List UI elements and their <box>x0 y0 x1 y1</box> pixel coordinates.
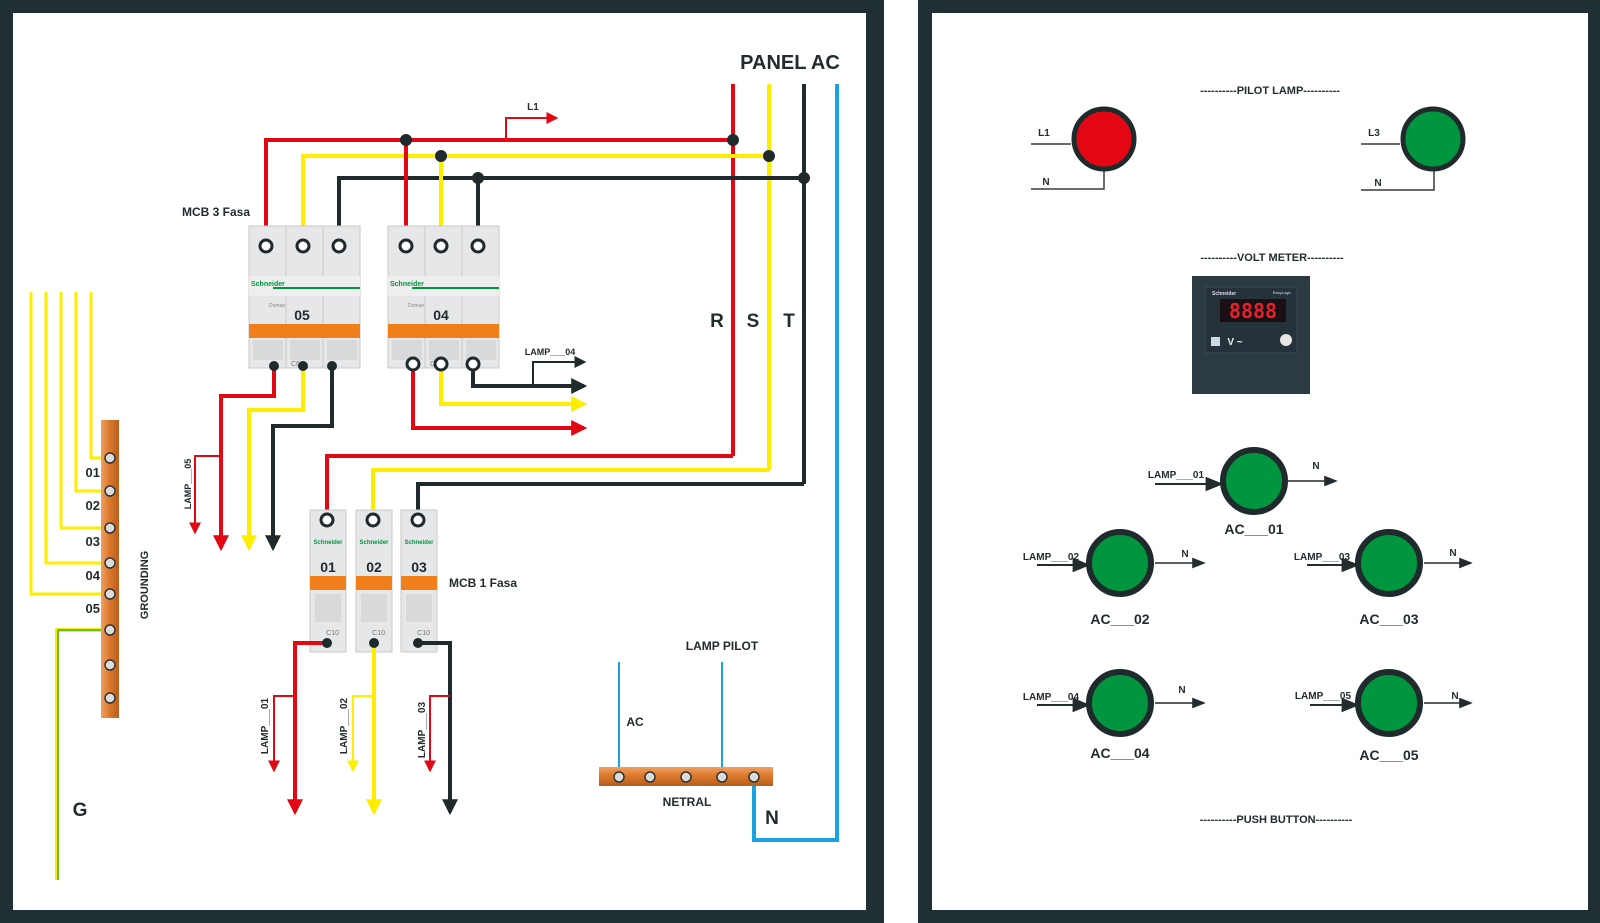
mcb04-bottom-terminals <box>405 356 481 372</box>
svg-text:N: N <box>1181 549 1188 560</box>
svg-text:C10: C10 <box>417 630 430 637</box>
svg-text:C10: C10 <box>326 630 339 637</box>
svg-text:AC___01: AC___01 <box>1224 521 1283 537</box>
lamp01-label: LAMP___01 <box>260 697 271 754</box>
push-button-ac01: LAMP___01 N AC___01 <box>1148 447 1338 537</box>
svg-text:03: 03 <box>411 559 427 575</box>
mcb3-number: 04 <box>433 307 449 323</box>
ground-terminal-03: 03 <box>86 534 100 549</box>
svg-text:AC___05: AC___05 <box>1359 747 1418 763</box>
mcb1-unit-01: Schneider 01 C10 <box>309 509 347 653</box>
svg-text:EasyLogic: EasyLogic <box>1273 290 1291 295</box>
ac-label: AC <box>626 715 644 729</box>
svg-text:V ~: V ~ <box>1227 337 1242 348</box>
svg-text:LAMP___03: LAMP___03 <box>1294 552 1351 563</box>
meter-enter-button-icon <box>1280 334 1292 346</box>
lamp05-label: LAMP___05 <box>183 459 193 510</box>
phase-label-r: R <box>710 311 724 332</box>
svg-text:LAMP___01: LAMP___01 <box>1148 470 1205 481</box>
svg-text:L1: L1 <box>1038 128 1050 139</box>
volt-meter: Schneider EasyLogic 8888 V ~ <box>1192 276 1310 394</box>
lamp02-label: LAMP___02 <box>339 697 350 754</box>
svg-text:Schneider: Schneider <box>404 540 434 546</box>
mcb3-number: 05 <box>294 307 310 323</box>
push-button-ac04: LAMP___04 N AC___04 <box>1023 669 1206 761</box>
push-button-ac02: LAMP___02 N AC___02 <box>1023 529 1206 627</box>
ground-terminal-01: 01 <box>86 465 100 480</box>
pilot-lamp-heading: ----------PILOT LAMP---------- <box>1200 85 1340 97</box>
grounding-wires <box>29 292 110 880</box>
svg-text:N: N <box>1042 177 1049 188</box>
mcb1-units: Schneider 01 C10 Schneider 02 C10 Schnei… <box>309 509 438 653</box>
svg-text:LAMP___02: LAMP___02 <box>1023 552 1080 563</box>
ground-terminal-04: 04 <box>86 568 101 583</box>
svg-text:C6: C6 <box>291 361 300 368</box>
mcb1-unit-02: Schneider 02 C10 <box>355 509 393 653</box>
svg-text:N: N <box>1451 691 1458 702</box>
green-lamp-icon <box>1400 106 1466 172</box>
green-push-button-icon <box>1220 447 1288 515</box>
mcb3-label: MCB 3 Fasa <box>182 205 250 219</box>
grounding-terminals <box>104 452 116 704</box>
panel-title: PANEL AC <box>740 52 840 74</box>
svg-text:Domae: Domae <box>269 303 285 309</box>
svg-text:LAMP___04: LAMP___04 <box>1023 692 1080 703</box>
svg-text:Schneider: Schneider <box>359 540 389 546</box>
right-panel-frame <box>918 0 1600 923</box>
red-lamp-icon <box>1071 106 1137 172</box>
mcb1-label: MCB 1 Fasa <box>449 576 517 590</box>
lamp03-label: LAMP___03 <box>417 701 428 758</box>
volt-meter-heading: ----------VOLT METER---------- <box>1200 252 1344 264</box>
push-button-ac03: LAMP___03 N AC___03 <box>1294 529 1473 627</box>
green-push-button-icon <box>1355 529 1423 597</box>
pilot-lamp-l3: L3 N <box>1361 106 1466 191</box>
svg-text:02: 02 <box>366 559 382 575</box>
svg-text:C10: C10 <box>372 630 385 637</box>
netral-label: NETRAL <box>663 795 712 809</box>
svg-text:N: N <box>1178 685 1185 696</box>
mcb1-output-lines <box>268 638 458 816</box>
pilot-lamp-l1: L1 N <box>1031 106 1137 190</box>
mcb1-top-terminals <box>319 512 426 528</box>
mcb05-output-lines <box>189 361 337 552</box>
svg-text:AC___03: AC___03 <box>1359 611 1418 627</box>
svg-text:AC___02: AC___02 <box>1090 611 1149 627</box>
svg-text:AC___04: AC___04 <box>1090 745 1149 761</box>
mcb3-brand: Schneider <box>251 281 285 288</box>
volt-display: 8888 <box>1229 299 1277 323</box>
mcb3-top-terminals <box>258 238 486 254</box>
svg-text:Schneider: Schneider <box>1212 291 1236 297</box>
svg-text:N: N <box>1449 548 1456 559</box>
svg-text:Schneider: Schneider <box>390 281 424 288</box>
ground-label: G <box>73 800 88 821</box>
mcb1-feed-lines <box>325 454 804 520</box>
svg-text:Schneider: Schneider <box>313 540 343 546</box>
neutral-terminals <box>613 771 760 783</box>
grounding-label: GROUNDING <box>139 551 151 619</box>
svg-text:Domae: Domae <box>408 303 424 309</box>
phase-label-s: S <box>747 311 760 332</box>
l1-label: L1 <box>527 102 539 113</box>
neutral-line <box>752 84 839 842</box>
push-button-ac05: LAMP___05 N AC___05 <box>1295 669 1473 763</box>
push-button-heading: ----------PUSH BUTTON---------- <box>1200 814 1353 826</box>
grounding-busbar <box>101 420 119 718</box>
ground-terminal-02: 02 <box>86 498 100 513</box>
green-push-button-icon <box>1086 529 1154 597</box>
lamp04-label: LAMP___04 <box>525 347 576 357</box>
svg-text:01: 01 <box>320 559 336 575</box>
lamp-pilot-label: LAMP PILOT <box>686 639 759 653</box>
phase-label-t: T <box>783 311 795 332</box>
ground-terminal-05: 05 <box>86 601 100 616</box>
svg-text:LAMP___05: LAMP___05 <box>1295 691 1352 702</box>
mcb1-unit-03: Schneider 03 C10 <box>400 509 438 653</box>
svg-text:N: N <box>1312 461 1319 472</box>
svg-text:L3: L3 <box>1368 128 1380 139</box>
svg-text:N: N <box>1374 178 1381 189</box>
neutral-label: N <box>765 808 779 829</box>
green-push-button-icon <box>1086 669 1154 737</box>
l1-tap-arrow <box>505 112 559 140</box>
green-push-button-icon <box>1355 669 1423 737</box>
